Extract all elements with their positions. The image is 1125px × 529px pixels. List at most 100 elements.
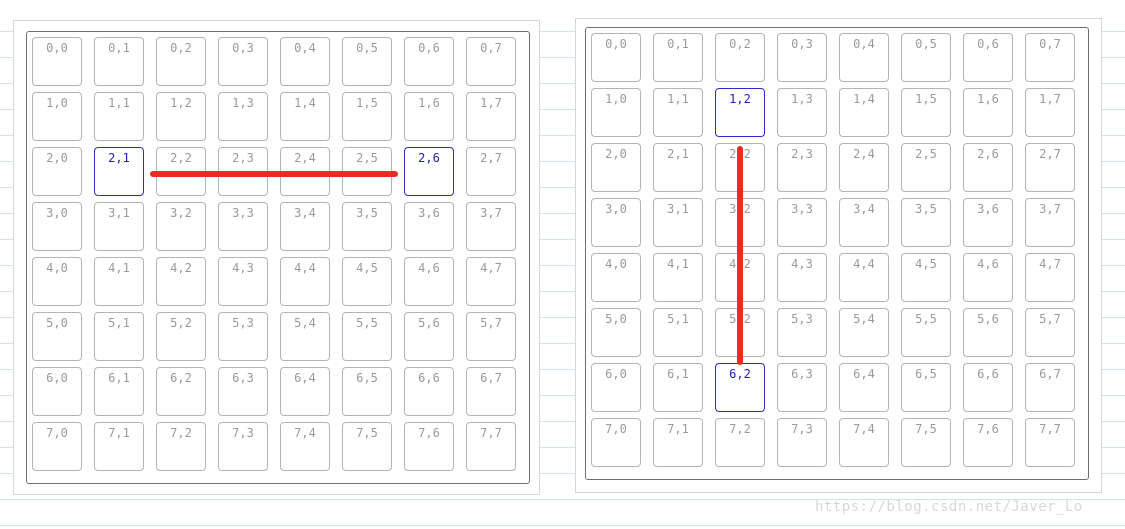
grid-cell[interactable]: 5,4: [280, 312, 330, 361]
grid-cell[interactable]: 0,2: [156, 37, 206, 86]
grid-cell[interactable]: 6,1: [94, 367, 144, 416]
grid-cell[interactable]: 0,3: [218, 37, 268, 86]
grid-cell[interactable]: 1,4: [280, 92, 330, 141]
grid-cell[interactable]: 5,5: [342, 312, 392, 361]
grid-cell[interactable]: 3,3: [218, 202, 268, 251]
grid-cell[interactable]: 5,4: [839, 308, 889, 357]
grid-cell[interactable]: 0,6: [963, 33, 1013, 82]
grid-cell[interactable]: 1,7: [1025, 88, 1075, 137]
grid-cell[interactable]: 2,7: [1025, 143, 1075, 192]
grid-cell[interactable]: 7,7: [466, 422, 516, 471]
grid-cell[interactable]: 0,3: [777, 33, 827, 82]
grid-cell[interactable]: 1,3: [777, 88, 827, 137]
grid-cell[interactable]: 3,7: [1025, 198, 1075, 247]
grid-cell[interactable]: 3,6: [404, 202, 454, 251]
grid-cell[interactable]: 6,1: [653, 363, 703, 412]
grid-cell[interactable]: 5,7: [466, 312, 516, 361]
grid-cell[interactable]: 4,1: [94, 257, 144, 306]
grid-cell[interactable]: 1,0: [591, 88, 641, 137]
grid-cell[interactable]: 1,0: [32, 92, 82, 141]
grid-cell[interactable]: 5,3: [777, 308, 827, 357]
grid-cell[interactable]: 0,6: [404, 37, 454, 86]
grid-cell[interactable]: 5,1: [94, 312, 144, 361]
grid-cell[interactable]: 6,3: [777, 363, 827, 412]
grid-cell[interactable]: 7,5: [342, 422, 392, 471]
grid-cell[interactable]: 0,5: [901, 33, 951, 82]
grid-cell[interactable]: 3,1: [94, 202, 144, 251]
grid-cell[interactable]: 4,7: [1025, 253, 1075, 302]
grid-cell[interactable]: 0,1: [653, 33, 703, 82]
grid-cell[interactable]: 3,1: [653, 198, 703, 247]
grid-cell[interactable]: 7,3: [777, 418, 827, 467]
grid-cell[interactable]: 2,3: [777, 143, 827, 192]
grid-cell[interactable]: 2,4: [839, 143, 889, 192]
grid-cell[interactable]: 1,3: [218, 92, 268, 141]
grid-cell[interactable]: 6,0: [591, 363, 641, 412]
grid-cell[interactable]: 7,4: [280, 422, 330, 471]
grid-cell[interactable]: 1,5: [342, 92, 392, 141]
grid-cell[interactable]: 4,0: [32, 257, 82, 306]
grid-cell[interactable]: 4,2: [156, 257, 206, 306]
grid-cell[interactable]: 3,7: [466, 202, 516, 251]
grid-cell[interactable]: 4,4: [280, 257, 330, 306]
grid-cell[interactable]: 0,0: [591, 33, 641, 82]
grid-cell[interactable]: 5,7: [1025, 308, 1075, 357]
grid-cell[interactable]: 0,0: [32, 37, 82, 86]
grid-cell[interactable]: 6,0: [32, 367, 82, 416]
grid-cell[interactable]: 4,1: [653, 253, 703, 302]
grid-cell[interactable]: 7,1: [94, 422, 144, 471]
grid-cell[interactable]: 6,6: [404, 367, 454, 416]
grid-cell[interactable]: 5,5: [901, 308, 951, 357]
grid-cell[interactable]: 4,3: [218, 257, 268, 306]
grid-cell[interactable]: 1,6: [404, 92, 454, 141]
grid-cell[interactable]: 1,1: [94, 92, 144, 141]
grid-cell[interactable]: 3,5: [342, 202, 392, 251]
grid-cell[interactable]: 0,1: [94, 37, 144, 86]
grid-cell[interactable]: 4,3: [777, 253, 827, 302]
grid-cell[interactable]: 6,6: [963, 363, 1013, 412]
grid-cell[interactable]: 6,2: [156, 367, 206, 416]
grid-cell[interactable]: 6,5: [901, 363, 951, 412]
grid-cell[interactable]: 3,3: [777, 198, 827, 247]
grid-cell[interactable]: 6,7: [1025, 363, 1075, 412]
grid-cell[interactable]: 7,5: [901, 418, 951, 467]
grid-cell[interactable]: 7,2: [715, 418, 765, 467]
grid-cell[interactable]: 0,2: [715, 33, 765, 82]
grid-cell[interactable]: 6,3: [218, 367, 268, 416]
grid-cell[interactable]: 6,4: [839, 363, 889, 412]
grid-cell[interactable]: 6,7: [466, 367, 516, 416]
grid-cell[interactable]: 7,1: [653, 418, 703, 467]
grid-cell[interactable]: 3,0: [32, 202, 82, 251]
grid-cell[interactable]: 0,7: [1025, 33, 1075, 82]
grid-cell[interactable]: 2,7: [466, 147, 516, 196]
grid-cell[interactable]: 4,5: [901, 253, 951, 302]
grid-cell[interactable]: 7,2: [156, 422, 206, 471]
grid-cell[interactable]: 1,4: [839, 88, 889, 137]
grid-cell[interactable]: 1,2: [715, 88, 765, 137]
grid-cell[interactable]: 5,6: [404, 312, 454, 361]
grid-cell[interactable]: 4,0: [591, 253, 641, 302]
grid-cell[interactable]: 7,3: [218, 422, 268, 471]
grid-cell[interactable]: 3,6: [963, 198, 1013, 247]
grid-cell[interactable]: 4,7: [466, 257, 516, 306]
grid-cell[interactable]: 2,0: [32, 147, 82, 196]
grid-cell[interactable]: 0,7: [466, 37, 516, 86]
grid-cell[interactable]: 7,0: [591, 418, 641, 467]
grid-cell[interactable]: 7,6: [404, 422, 454, 471]
grid-cell[interactable]: 1,2: [156, 92, 206, 141]
grid-cell[interactable]: 4,6: [404, 257, 454, 306]
grid-cell[interactable]: 6,2: [715, 363, 765, 412]
grid-cell[interactable]: 5,1: [653, 308, 703, 357]
grid-cell[interactable]: 2,0: [591, 143, 641, 192]
grid-cell[interactable]: 5,6: [963, 308, 1013, 357]
grid-cell[interactable]: 0,5: [342, 37, 392, 86]
grid-cell[interactable]: 0,4: [280, 37, 330, 86]
grid-cell[interactable]: 6,5: [342, 367, 392, 416]
grid-cell[interactable]: 4,4: [839, 253, 889, 302]
grid-cell[interactable]: 3,4: [839, 198, 889, 247]
grid-cell[interactable]: 5,0: [32, 312, 82, 361]
grid-cell[interactable]: 3,2: [156, 202, 206, 251]
grid-cell[interactable]: 2,1: [94, 147, 144, 196]
grid-cell[interactable]: 5,2: [156, 312, 206, 361]
grid-cell[interactable]: 1,6: [963, 88, 1013, 137]
